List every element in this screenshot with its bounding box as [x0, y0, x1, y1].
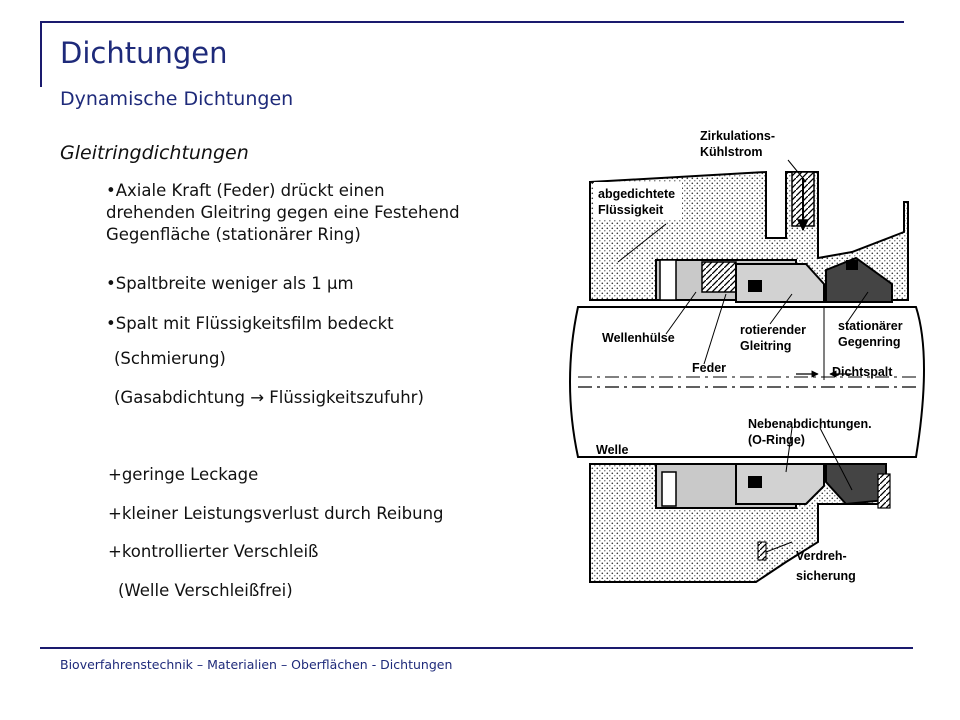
label-neben1: Nebenabdichtungen. [748, 417, 872, 431]
left-rule [40, 21, 42, 87]
label-feder: Feder [692, 361, 726, 375]
section-heading: Gleitringdichtungen [60, 142, 249, 164]
stationary-ring-lower [825, 463, 887, 506]
label-neben2: (O-Ringe) [748, 433, 805, 447]
label-zirk2: Kühlstrom [700, 145, 763, 159]
label-rot1: rotierender [740, 323, 806, 337]
label-verdreh2: sicherung [796, 569, 856, 583]
label-rot2: Gleitring [740, 339, 791, 353]
label-welle: Welle [596, 443, 628, 457]
label-wellenhuelse: Wellenhülse [602, 331, 675, 345]
bullet-line: •Axiale Kraft (Feder) drückt einen [106, 181, 385, 200]
spring [701, 261, 737, 293]
label-stat1: stationärer [838, 319, 903, 333]
bullet-gap-width: •Spaltbreite weniger als 1 µm [106, 274, 354, 293]
bullet-sub-lubrication: (Schmierung) [114, 349, 226, 368]
anti-rotation-pin [757, 541, 767, 561]
slide-subtitle: Dynamische Dichtungen [60, 88, 294, 110]
advantage-item: (Welle Verschleißfrei) [118, 581, 293, 600]
shaft [569, 306, 925, 458]
footer-rule [40, 647, 913, 649]
bullet-film: •Spalt mit Flüssigkeitsfilm bedeckt [106, 314, 394, 333]
bullet-line: Gegenfläche (stationärer Ring) [106, 225, 361, 244]
top-rule [40, 21, 904, 23]
advantage-item: +kleiner Leistungsverlust durch Reibung [108, 504, 444, 523]
advantage-item: +geringe Leckage [108, 465, 259, 484]
label-abg2: Flüssigkeit [598, 203, 664, 217]
rotating-ring-upper [735, 263, 825, 303]
bullet-line: drehenden Gleitring gegen eine Festehend [106, 203, 460, 222]
mechanical-seal-diagram: Zirkulations- Kühlstrom abgedichtete Flü… [569, 122, 925, 583]
bullet-sub-gas: (Gasabdichtung → Flüssigkeitszufuhr) [114, 388, 424, 407]
label-verdreh1: Verdreh- [796, 549, 847, 563]
advantage-item: +kontrollierter Verschleiß [108, 542, 319, 561]
footer-text: Bioverfahrenstechnik – Materialien – Obe… [60, 657, 453, 672]
label-stat2: Gegenring [838, 335, 901, 349]
slide-title: Dichtungen [60, 36, 228, 70]
label-zirk1: Zirkulations- [700, 129, 775, 143]
rotating-ring-lower [735, 463, 825, 505]
label-abg1: abgedichtete [598, 187, 675, 201]
label-dichtspalt: Dichtspalt [832, 365, 893, 379]
bullet-axial-force: •Axiale Kraft (Feder) drückt einen drehe… [106, 180, 514, 246]
